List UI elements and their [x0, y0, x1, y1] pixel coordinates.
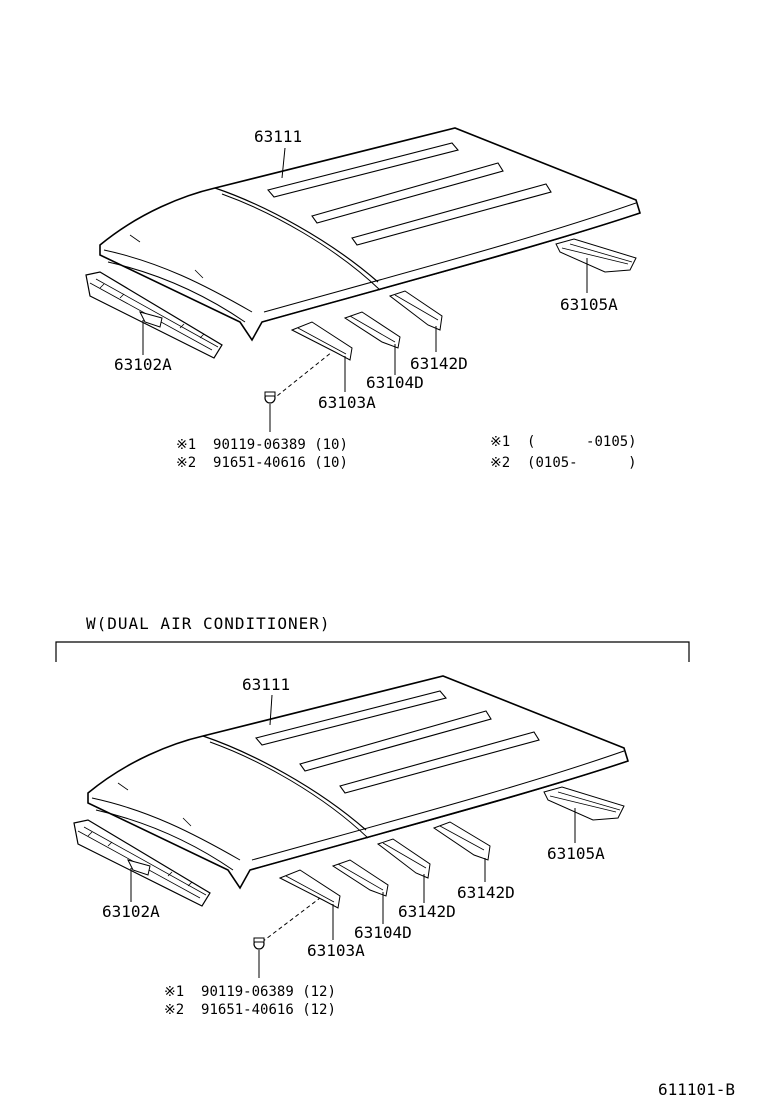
label-bracket: 63142D	[398, 902, 456, 921]
note-mark: ※1	[176, 437, 197, 453]
label-rear-header: 63105A	[547, 844, 605, 863]
note-row: ※1 90119-06389 (12)	[164, 983, 336, 1001]
label-front-header: 63102A	[114, 355, 172, 374]
label-roof-panel: 63111	[254, 127, 303, 146]
note-range: ( -0105)	[527, 434, 637, 450]
label-front-header: 63102A	[102, 902, 160, 921]
note-qty: (10)	[314, 455, 348, 471]
label-rear-header: 63105A	[560, 295, 618, 314]
note-row: ※2 91651-40616 (10)	[176, 454, 348, 472]
note-mark: ※1	[164, 984, 185, 1000]
note-part: 91651-40616	[201, 1002, 294, 1018]
note-qty: (10)	[314, 437, 348, 453]
note-mark: ※2	[490, 455, 511, 471]
note-mark: ※2	[176, 455, 197, 471]
label-bracket: 63142D	[457, 883, 515, 902]
figure-id: 611101-B	[658, 1080, 736, 1099]
note-mark: ※2	[164, 1002, 185, 1018]
label-bracket: 63142D	[410, 354, 468, 373]
note-row: ※2 91651-40616 (12)	[164, 1001, 336, 1019]
note-qty: (12)	[302, 1002, 336, 1018]
label-bow-a: 63103A	[318, 393, 376, 412]
label-bow-d: 63104D	[354, 923, 412, 942]
note-row: ※1 ( -0105)	[490, 433, 637, 451]
label-bow-a: 63103A	[307, 941, 365, 960]
note-part: 90119-06389	[201, 984, 294, 1000]
note-qty: (12)	[302, 984, 336, 1000]
note-row: ※1 90119-06389 (10)	[176, 436, 348, 454]
note-part: 91651-40616	[213, 455, 306, 471]
note-mark: ※1	[490, 434, 511, 450]
note-range: (0105- )	[527, 455, 637, 471]
note-part: 90119-06389	[213, 437, 306, 453]
label-roof-panel: 63111	[242, 675, 291, 694]
variant-heading: W(DUAL AIR CONDITIONER)	[86, 614, 331, 633]
note-row: ※2 (0105- )	[490, 454, 637, 472]
label-bow-d: 63104D	[366, 373, 424, 392]
